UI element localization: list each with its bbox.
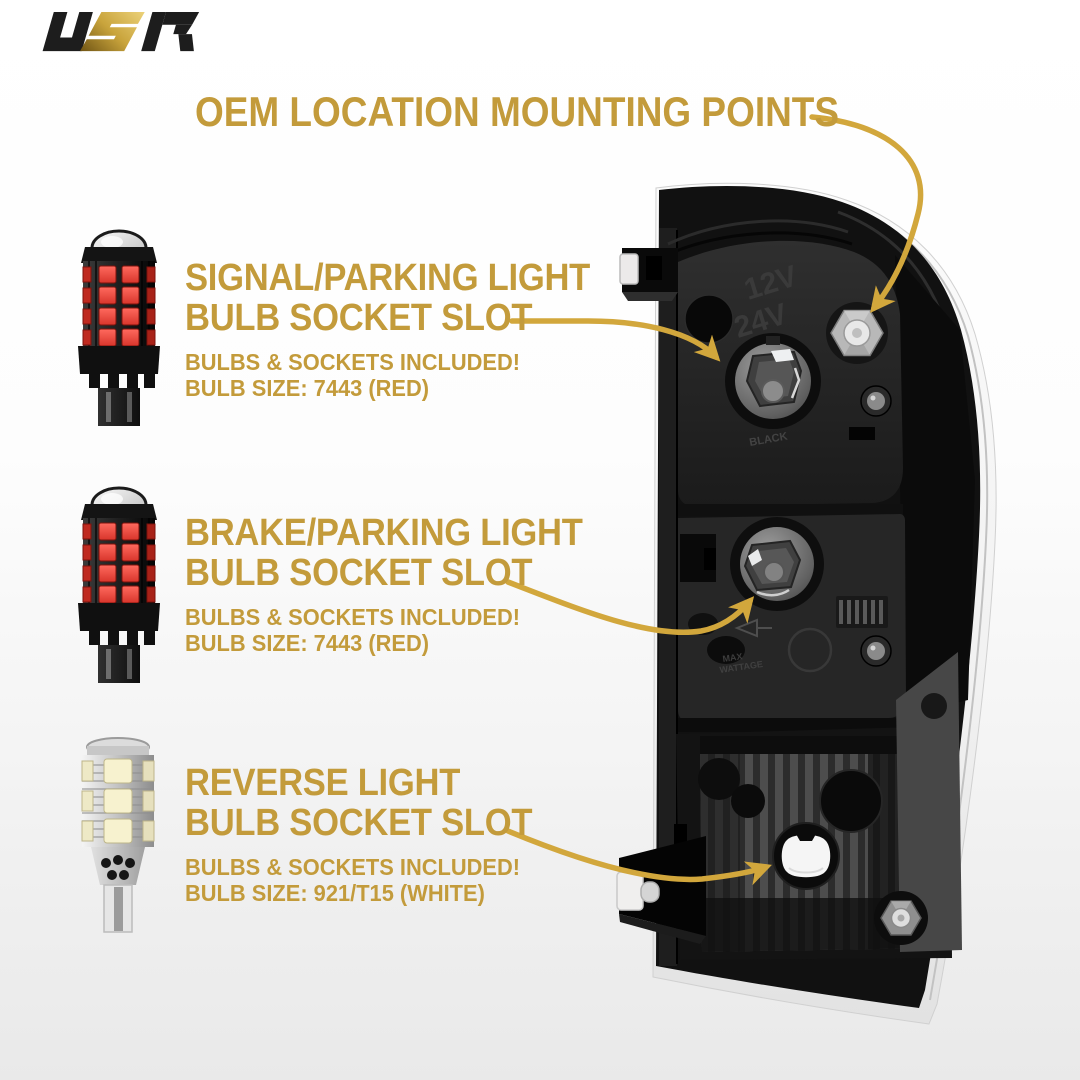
callout-subtext: BULBS & SOCKETS INCLUDED! BULB SIZE: 744… xyxy=(185,349,608,401)
callout-subtext: BULBS & SOCKETS INCLUDED! BULB SIZE: 744… xyxy=(185,604,600,656)
callout-note: BULBS & SOCKETS INCLUDED! xyxy=(185,854,521,880)
signal-bulb-image xyxy=(76,229,162,428)
page-title: OEM LOCATION MOUNTING POINTS xyxy=(194,88,840,135)
brake-bulb-socket-slot xyxy=(730,517,824,611)
callout-bulb-size: BULB SIZE: 921/T15 (WHITE) xyxy=(185,880,485,906)
arrow-signal-socket xyxy=(509,318,721,362)
callout-heading: BRAKE/PARKING LIGHT BULB SOCKET SLOT xyxy=(185,513,583,593)
lower-mounting-bracket xyxy=(616,824,706,944)
logo-letter-r xyxy=(141,12,200,52)
logo-letter-u xyxy=(42,12,93,52)
callout-subtext: BULBS & SOCKETS INCLUDED! BULB SIZE: 921… xyxy=(185,854,547,906)
reverse-right-wall xyxy=(896,652,962,952)
mid-mounting-tab xyxy=(680,534,716,582)
callout-heading-line2: BULB SOCKET SLOT xyxy=(185,802,533,844)
vent-grill xyxy=(836,596,888,628)
reverse-bulb-image xyxy=(81,737,155,933)
callout-heading: REVERSE LIGHT BULB SOCKET SLOT xyxy=(185,763,532,843)
usr-logo xyxy=(42,12,200,52)
callout-brake: BRAKE/PARKING LIGHT BULB SOCKET SLOT BUL… xyxy=(185,513,622,656)
callout-heading-line2: BULB SOCKET SLOT xyxy=(185,297,533,339)
lower-mounting-nut xyxy=(874,891,928,945)
logo-letter-s xyxy=(79,12,145,52)
signal-bulb-socket-slot xyxy=(725,333,821,429)
callout-note: BULBS & SOCKETS INCLUDED! xyxy=(185,349,521,375)
callout-heading: SIGNAL/PARKING LIGHT BULB SOCKET SLOT xyxy=(185,258,590,338)
brake-bulb-image xyxy=(76,486,162,685)
arrow-oem-mounting-point xyxy=(809,114,924,313)
stud-rivet-upper xyxy=(860,385,892,417)
callout-bulb-size: BULB SIZE: 7443 (RED) xyxy=(185,375,430,401)
callout-heading-line1: REVERSE LIGHT xyxy=(185,762,461,804)
callout-reverse: REVERSE LIGHT BULB SOCKET SLOT BULBS & S… xyxy=(185,763,567,906)
stud-rivet-mid xyxy=(860,635,892,667)
reverse-bulb-socket-slot xyxy=(772,822,840,890)
tail-light-housing-photo: 12V 24V BLACK xyxy=(616,182,997,1025)
oem-mounting-point-nut xyxy=(826,302,888,364)
callout-signal: SIGNAL/PARKING LIGHT BULB SOCKET SLOT BU… xyxy=(185,258,630,401)
callout-bulb-size: BULB SIZE: 7443 (RED) xyxy=(185,630,430,656)
callout-heading-line1: BRAKE/PARKING LIGHT xyxy=(185,512,583,554)
molded-small-text-max: MAX xyxy=(722,651,743,664)
arrow-reverse-socket xyxy=(505,828,772,886)
callout-heading-line1: SIGNAL/PARKING LIGHT xyxy=(185,257,591,299)
callout-heading-line2: BULB SOCKET SLOT xyxy=(185,552,533,594)
upper-mounting-tab xyxy=(619,248,678,301)
arrow-brake-socket xyxy=(505,579,755,636)
callout-note: BULBS & SOCKETS INCLUDED! xyxy=(185,604,521,630)
